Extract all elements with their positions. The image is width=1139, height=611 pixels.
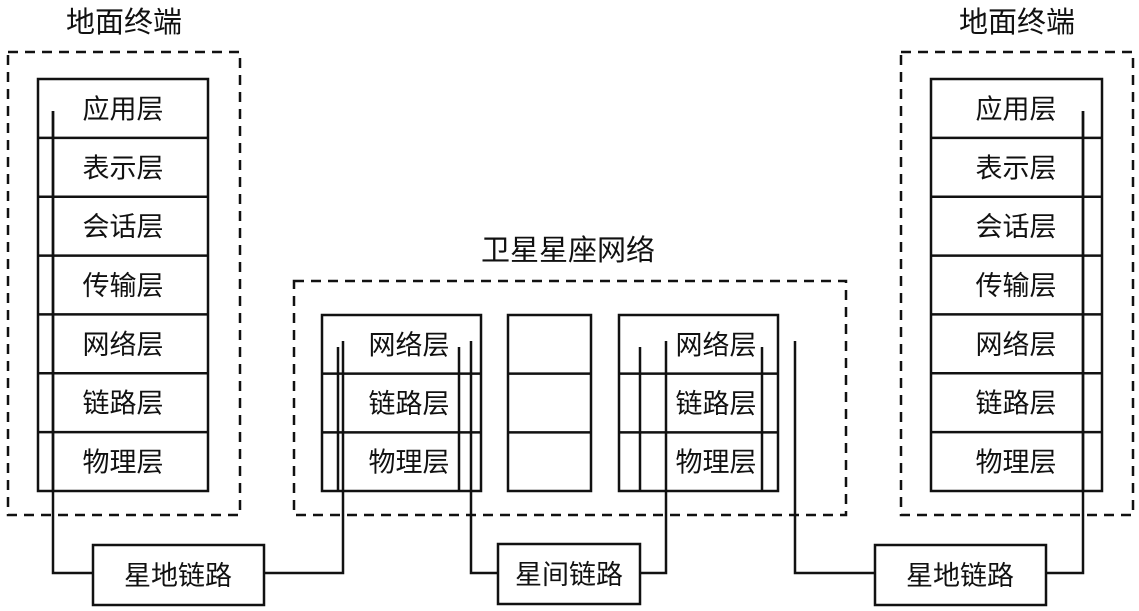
link-box-right: [873, 543, 1048, 607]
ground-left-layer-label: 表示层: [83, 153, 164, 184]
ground-right-layer-label: 链路层: [976, 389, 1057, 420]
link-box-middle: [496, 542, 642, 606]
ground-right-layer-label: 会话层: [976, 212, 1057, 243]
satellite-middle-stack: [506, 313, 593, 493]
ground-left-title: 地面终端: [66, 5, 182, 39]
ground-right-layer-label: 网络层: [976, 330, 1057, 361]
ground-left-container: [6, 50, 242, 517]
satellite-right-layer-label: 链路层: [676, 389, 757, 420]
ground-right-layer-label: 表示层: [976, 153, 1057, 184]
ground-left-layer-label: 物理层: [83, 448, 164, 479]
path-link-right-to-ground-right: [1046, 111, 1085, 575]
path-sat2-to-link-right: [793, 341, 875, 575]
link-label-left: 星地链路: [124, 561, 232, 592]
satellite-right-layer-label: 物理层: [676, 448, 757, 479]
ground-right-title: 地面终端: [959, 5, 1075, 39]
ground-left-layer-label: 应用层: [83, 94, 164, 125]
satellite-left-layer-label: 链路层: [369, 389, 450, 420]
ground-left-layer-label: 传输层: [83, 271, 164, 302]
constellation-title: 卫星星座网络: [481, 233, 655, 267]
ground-left-stack: [36, 77, 210, 493]
satellite-left-stack: [320, 313, 483, 493]
ground-right-layer-label: 物理层: [976, 448, 1057, 479]
path-link-left-to-sat1: [264, 341, 345, 575]
link-label-middle: 星间链路: [515, 560, 623, 591]
link-label-right: 星地链路: [906, 561, 1014, 592]
satellite-left-layer-label: 物理层: [369, 448, 450, 479]
satellite-right-stack: [617, 313, 780, 493]
satellite-right-layer-label: 网络层: [676, 330, 757, 361]
ground-right-layer-label: 应用层: [976, 94, 1057, 125]
ground-left-layer-label: 链路层: [83, 389, 164, 420]
satellite-left-layer-label: 网络层: [369, 330, 450, 361]
ground-right-layer-label: 传输层: [976, 271, 1057, 302]
ground-right-container: [899, 50, 1135, 517]
ground-left-layer-label: 会话层: [83, 212, 164, 243]
path-ground-left-to-link: [51, 111, 93, 575]
constellation-container: [292, 279, 848, 517]
path-isl-to-sat2: [640, 341, 668, 575]
ground-left-layer-label: 网络层: [83, 330, 164, 361]
link-box-left: [91, 543, 266, 607]
ground-right-stack: [929, 77, 1104, 493]
path-sat1-to-isl: [469, 341, 498, 575]
